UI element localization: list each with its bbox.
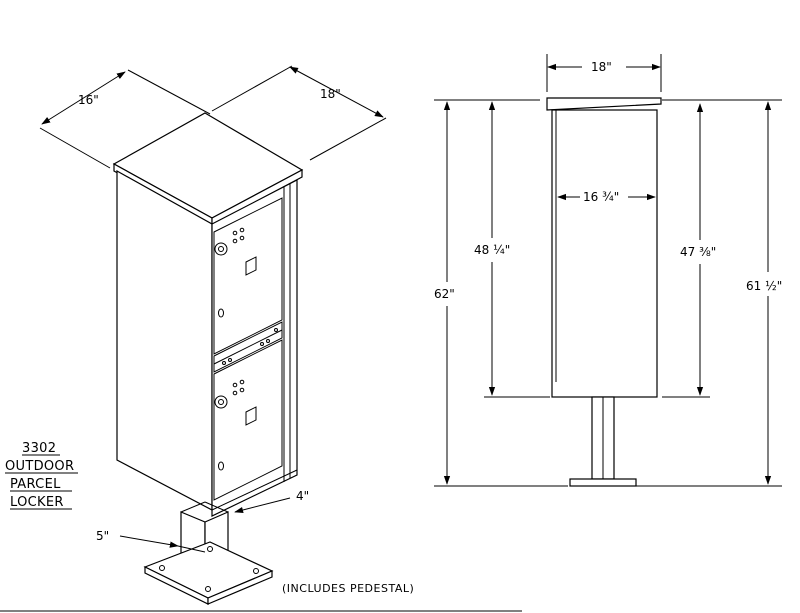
upper-lock-icon bbox=[214, 242, 228, 256]
model-number: 3302 bbox=[22, 441, 56, 456]
iso-base-dimension: 5" bbox=[96, 529, 206, 553]
model-title-block: 3302 OUTDOOR PARCEL LOCKER bbox=[5, 441, 78, 510]
pedestal-note: (INCLUDES PEDESTAL) bbox=[282, 582, 414, 595]
iso-width-dimension: 18" bbox=[211, 65, 387, 161]
lower-label-slot bbox=[245, 406, 257, 426]
side-view: 18" 16 ¾" 62" bbox=[434, 54, 782, 487]
model-line-outdoor: OUTDOOR bbox=[5, 459, 74, 474]
side-inner-depth-dimension: 16 ¾" bbox=[557, 190, 656, 204]
iso-depth-dimension: 16" bbox=[39, 69, 211, 169]
lower-lock-icon bbox=[214, 395, 228, 409]
lower-locker-door bbox=[213, 339, 283, 501]
iso-base-plate bbox=[143, 541, 274, 605]
upper-door-handle-icon bbox=[218, 308, 224, 318]
model-line-locker: LOCKER bbox=[10, 495, 64, 510]
iso-post-dimension: 4" bbox=[234, 489, 309, 514]
side-inner-height-label: 47 ⅜" bbox=[680, 245, 716, 259]
side-top-width-dimension: 18" bbox=[546, 54, 662, 92]
side-cabinet-body bbox=[551, 109, 658, 398]
side-inner-depth-label: 16 ¾" bbox=[583, 190, 619, 204]
iso-base-label: 5" bbox=[96, 529, 109, 543]
side-total-height-dimension: 62" bbox=[434, 99, 568, 487]
upper-label-slot bbox=[245, 256, 257, 276]
side-inner-height-dimension: 47 ⅜" bbox=[662, 103, 716, 398]
iso-post-label: 4" bbox=[296, 489, 309, 503]
side-pedestal-post bbox=[569, 396, 637, 487]
side-cabinet-height-dimension: 48 ¼" bbox=[474, 101, 550, 398]
lower-door-handle-icon bbox=[218, 461, 224, 471]
side-top-width-label: 18" bbox=[591, 60, 612, 74]
side-cabinet-height-label: 48 ¼" bbox=[474, 243, 510, 257]
upper-locker-door bbox=[213, 197, 283, 355]
side-total-height-label: 62" bbox=[434, 287, 455, 301]
side-lid bbox=[546, 97, 662, 111]
locker-cabinet-body bbox=[116, 169, 298, 517]
iso-depth-label: 16" bbox=[78, 93, 99, 107]
isometric-view: 16" 18" bbox=[39, 65, 414, 605]
side-overall-height-dimension: 61 ½" bbox=[636, 99, 782, 487]
model-line-parcel: PARCEL bbox=[10, 477, 61, 492]
side-overall-height-label: 61 ½" bbox=[746, 279, 782, 293]
iso-width-label: 18" bbox=[320, 87, 341, 101]
middle-control-panel bbox=[213, 321, 283, 373]
